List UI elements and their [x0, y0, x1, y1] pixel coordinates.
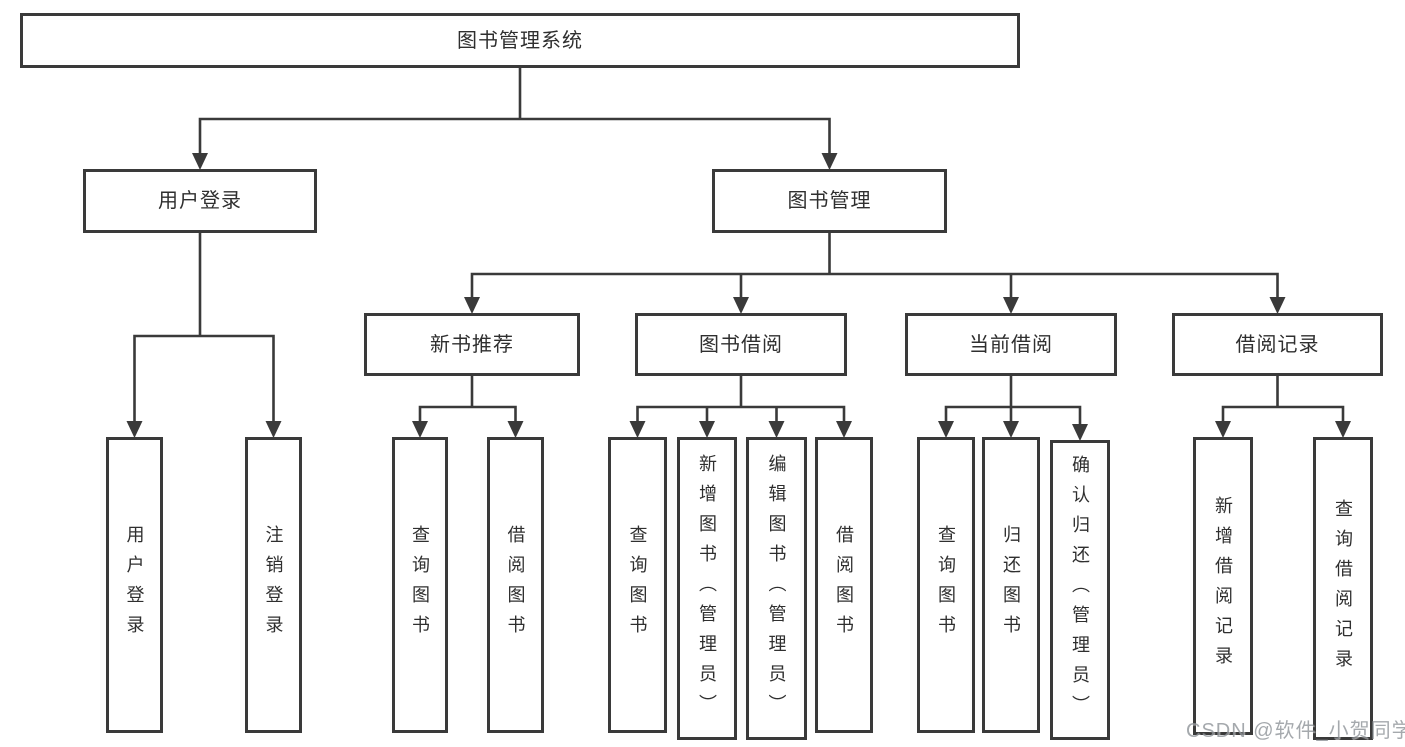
- node-borrow-book-1: 借阅图书: [487, 437, 544, 733]
- arrowhead-book-borrow: [733, 297, 749, 314]
- node-query-book-1: 查询图书: [392, 437, 448, 733]
- connector-book-borrow: [636, 374, 846, 425]
- arrowhead-query-borrow-record: [1335, 421, 1351, 438]
- arrowhead-edit-book: [768, 421, 785, 438]
- node-add-book: 新增图书（管理员）: [677, 437, 737, 740]
- node-book-borrow: 图书借阅: [635, 313, 847, 376]
- node-current-borrow: 当前借阅: [905, 313, 1117, 376]
- node-query-borrow-record: 查询借阅记录: [1313, 437, 1373, 740]
- arrowhead-borrow-book-2: [836, 421, 852, 438]
- arrowhead-user-login: [192, 153, 208, 170]
- node-query-book-2: 查询图书: [608, 437, 667, 733]
- node-user-login: 用户登录: [83, 169, 317, 233]
- node-edit-book: 编辑图书（管理员）: [746, 437, 807, 740]
- node-return-book: 归还图书: [982, 437, 1040, 733]
- connector-current-borrow: [944, 374, 1082, 428]
- connector-borrow-records: [1221, 374, 1345, 425]
- node-login: 用户登录: [106, 437, 163, 733]
- arrowhead-confirm-return: [1072, 424, 1088, 441]
- node-book-mgmt: 图书管理: [712, 169, 947, 233]
- node-confirm-return: 确认归还（管理员）: [1050, 440, 1110, 740]
- connector-book-mgmt: [470, 231, 1279, 301]
- connector-user-login: [133, 231, 275, 425]
- arrowhead-add-book: [699, 421, 715, 438]
- arrowhead-query-book-3: [938, 421, 954, 438]
- arrowhead-new-book-rec: [464, 297, 480, 314]
- watermark: CSDN @软件_小贺同学: [1186, 720, 1405, 742]
- node-add-borrow-record: 新增借阅记录: [1193, 437, 1253, 735]
- node-borrow-records: 借阅记录: [1172, 313, 1383, 376]
- arrowhead-borrow-book-1: [507, 421, 524, 438]
- arrowhead-logout: [265, 421, 282, 438]
- arrowhead-return-book: [1003, 421, 1019, 438]
- arrowhead-add-borrow-record: [1215, 421, 1231, 438]
- connector-root: [198, 66, 831, 157]
- arrowhead-current-borrow: [1003, 297, 1019, 314]
- arrowhead-book-mgmt: [821, 153, 838, 170]
- arrowhead-query-book-2: [629, 421, 646, 438]
- node-root: 图书管理系统: [20, 13, 1020, 68]
- arrowhead-login: [126, 421, 143, 438]
- arrowhead-query-book-1: [412, 421, 428, 438]
- node-borrow-book-2: 借阅图书: [815, 437, 873, 733]
- connector-new-book-rec: [418, 374, 517, 425]
- node-new-book-rec: 新书推荐: [364, 313, 580, 376]
- arrowhead-borrow-records: [1269, 297, 1286, 314]
- node-query-book-3: 查询图书: [917, 437, 975, 733]
- node-logout: 注销登录: [245, 437, 302, 733]
